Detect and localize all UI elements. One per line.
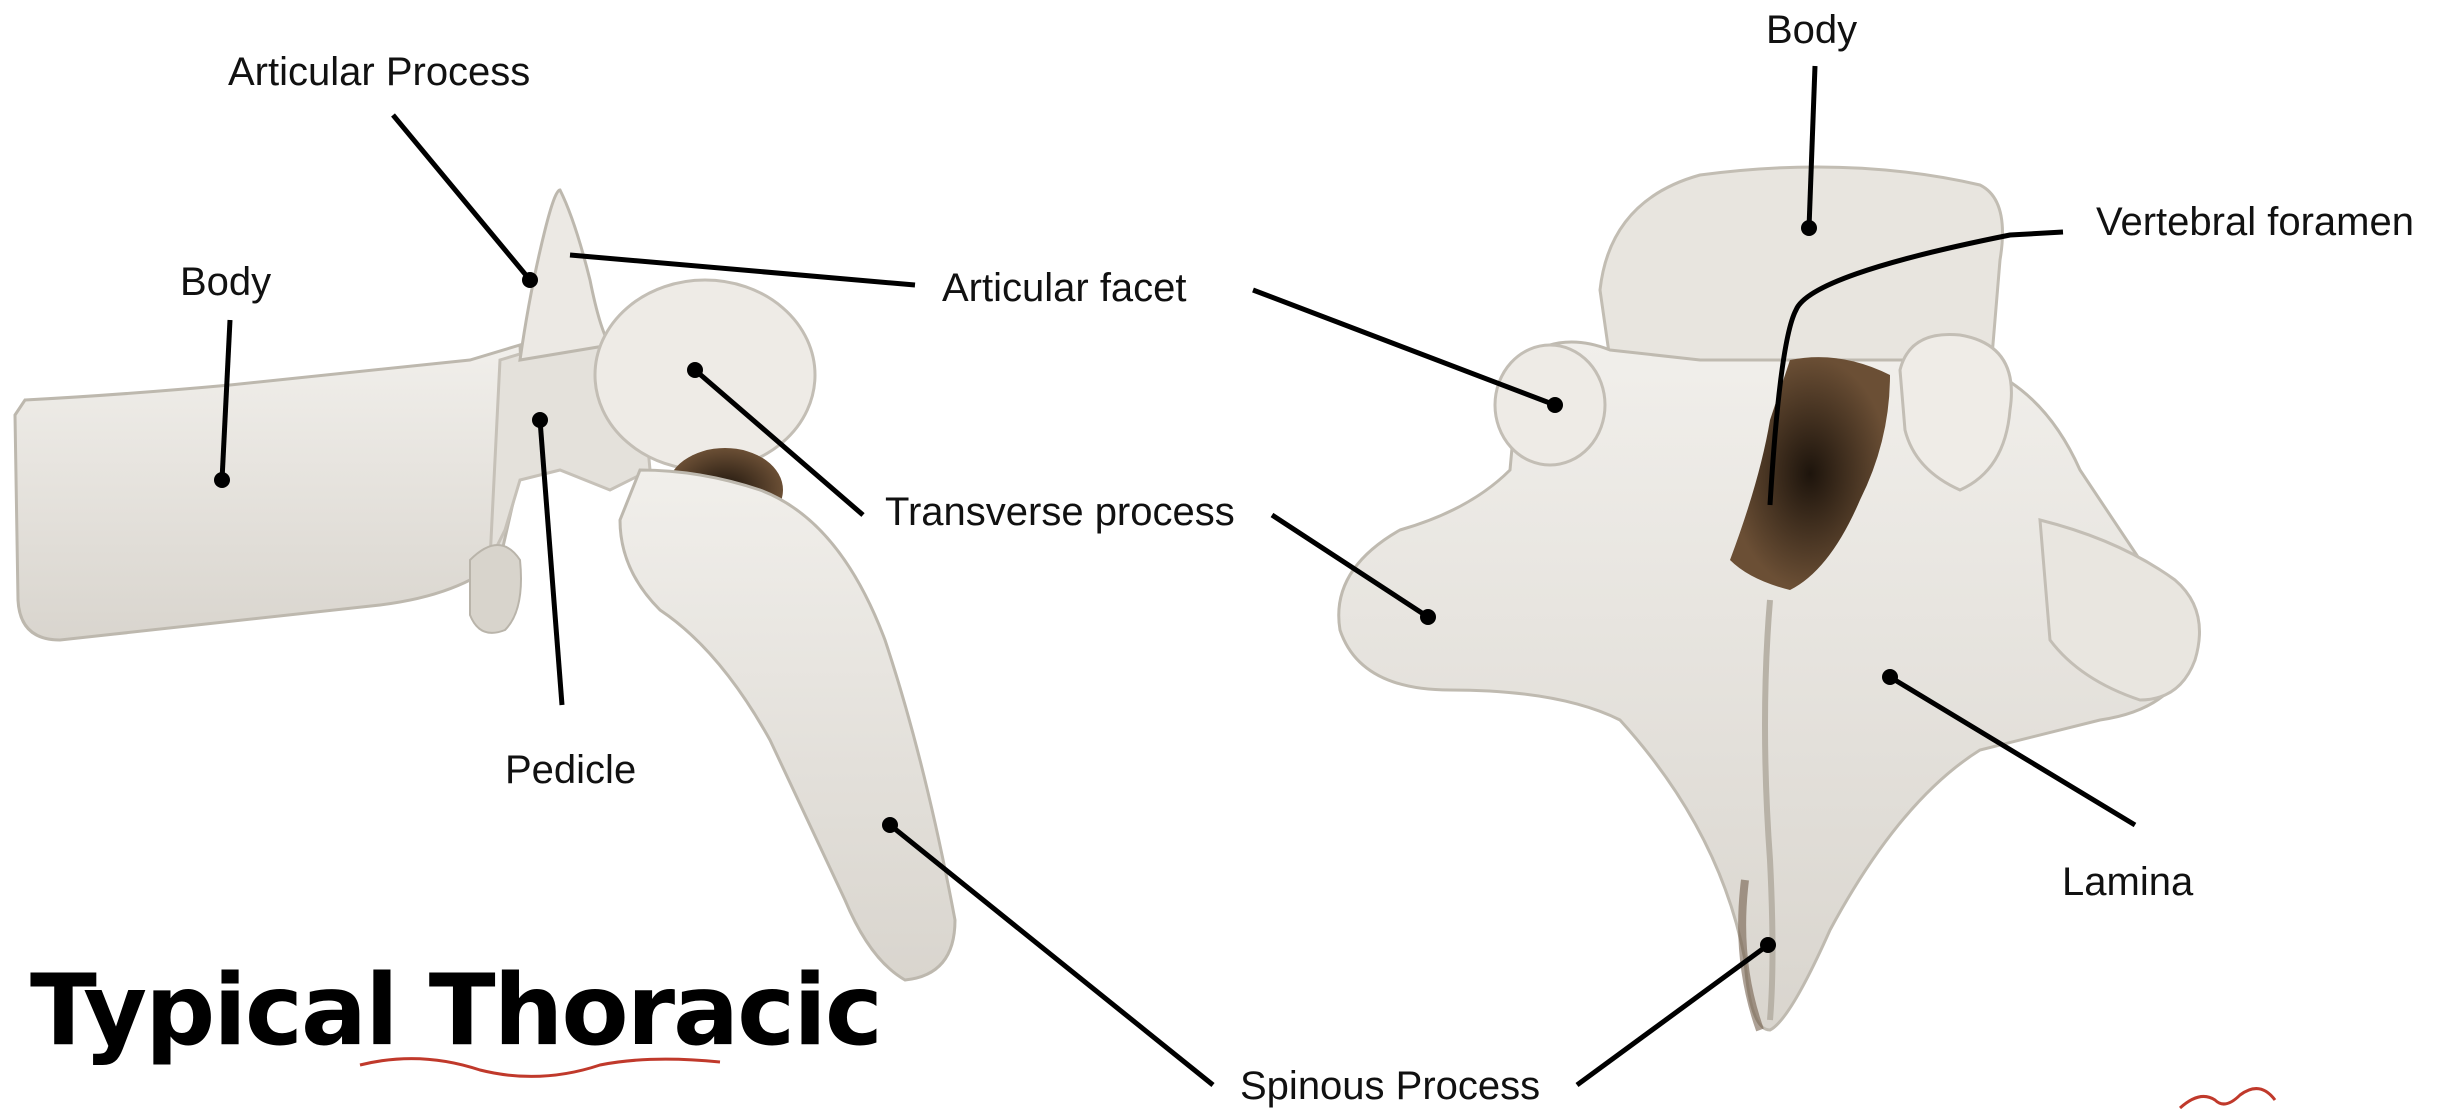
- dot-spinous-right: [1760, 937, 1776, 953]
- label-transverse-process: Transverse process: [885, 492, 1235, 532]
- leader-articular-process: [393, 115, 530, 280]
- label-articular-process: Articular Process: [228, 52, 530, 92]
- leader-spinous-right: [1577, 945, 1768, 1085]
- dot-transverse-left: [687, 362, 703, 378]
- dot-left-body: [214, 472, 230, 488]
- dot-right-body: [1801, 220, 1817, 236]
- dot-articular-facet-right: [1547, 397, 1563, 413]
- leader-articular-facet-left: [570, 255, 915, 285]
- dot-spinous-left: [882, 817, 898, 833]
- lateral-spinous-process-shape: [620, 470, 955, 980]
- lateral-transverse-knob-shape: [595, 280, 815, 470]
- dot-articular-process: [522, 272, 538, 288]
- label-lamina: Lamina: [2062, 862, 2193, 902]
- dot-pedicle: [532, 412, 548, 428]
- label-left-body: Body: [180, 262, 271, 302]
- dot-lamina: [1882, 669, 1898, 685]
- label-pedicle: Pedicle: [505, 750, 636, 790]
- scribble-corner: [2180, 1089, 2275, 1108]
- label-spinous-process: Spinous Process: [1240, 1066, 1540, 1106]
- page-title: Typical Thoracic: [30, 955, 881, 1068]
- lateral-body-shape: [15, 345, 525, 640]
- lateral-inferior-process-shape: [470, 545, 521, 633]
- leader-articular-facet-right: [1253, 290, 1555, 405]
- label-articular-facet: Articular facet: [942, 268, 1187, 308]
- label-right-body: Body: [1766, 10, 1857, 50]
- dot-transverse-right: [1420, 609, 1436, 625]
- lateral-vertebra-image: [15, 190, 955, 980]
- label-vertebral-foramen: Vertebral foramen: [2096, 202, 2414, 242]
